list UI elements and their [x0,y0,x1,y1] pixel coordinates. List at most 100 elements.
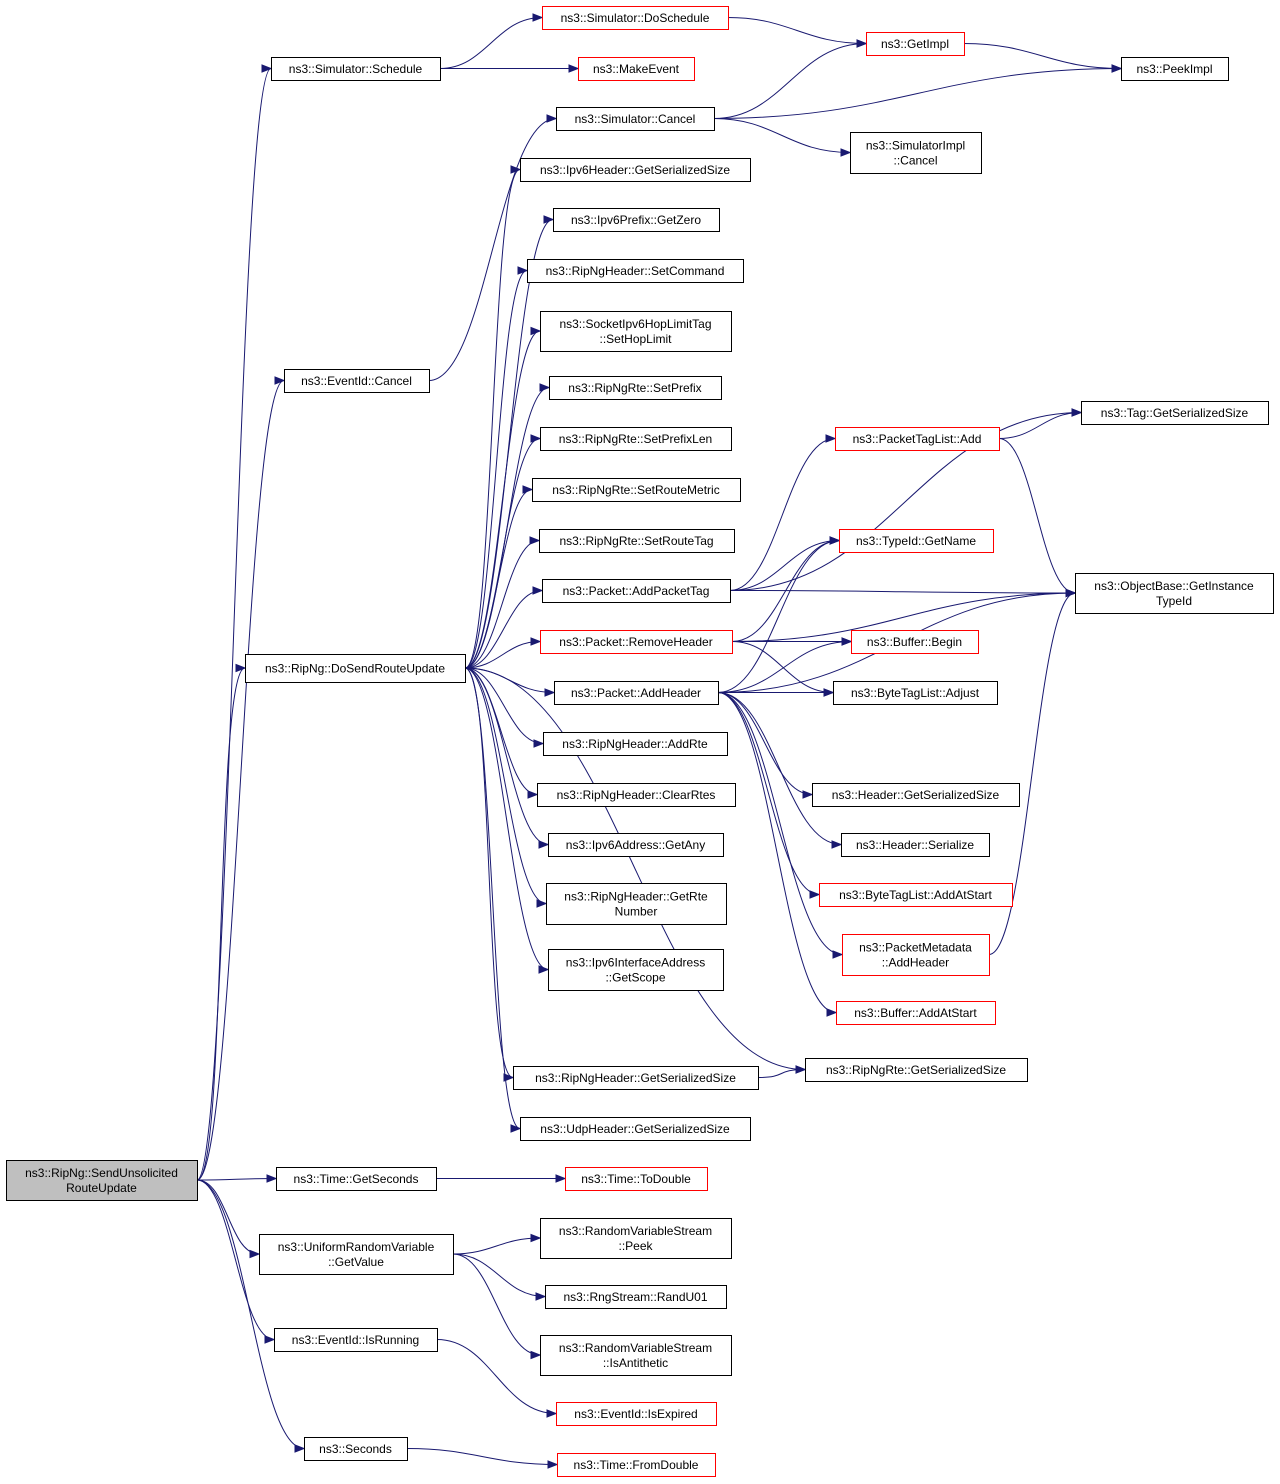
node-label: ns3::ByteTagList::AddAtStart [839,888,992,902]
node-btladdatstart[interactable]: ns3::ByteTagList::AddAtStart [819,883,1013,907]
edge-dosend-to-setroutetag [464,540,540,669]
arrowhead [823,688,835,697]
node-dosched[interactable]: ns3::Simulator::DoSchedule [542,6,729,30]
node-getseconds[interactable]: ns3::Time::GetSeconds [276,1167,437,1191]
edge-addpackettag-to-taggetsize [729,412,1082,591]
edge-ptladd-to-objbase [998,438,1076,594]
arrowhead [235,663,247,673]
edge-eventcancel-to-simcancel [428,118,557,381]
node-hdrserialize[interactable]: ns3::Header::Serialize [841,833,990,857]
node-rterize[interactable]: ns3::RipNgRte::GetSerializedSize [805,1058,1028,1082]
node-fromdouble[interactable]: ns3::Time::FromDouble [557,1453,716,1477]
node-box [545,1285,727,1309]
node-label: ns3::PeekImpl [1136,62,1212,76]
node-isantithetic[interactable]: ns3::RandomVariableStream::IsAntithetic [540,1335,732,1376]
edge-addheader-to-bufaddatstart [717,692,837,1013]
arrowhead [522,485,534,494]
node-btladjust[interactable]: ns3::ByteTagList::Adjust [833,681,998,705]
edge-root-to-sched [196,68,272,1181]
node-randu01[interactable]: ns3::RngStream::RandU01 [545,1285,727,1309]
node-eventcancel[interactable]: ns3::EventId::Cancel [284,369,430,393]
node-getany[interactable]: ns3::Ipv6Address::GetAny [548,833,724,857]
node-label: ns3::RipNgHeader::SetCommand [546,264,725,278]
node-label: ns3::TypeId::GetName [856,534,976,548]
edge-root-to-seconds [196,1179,305,1449]
node-label: ns3::Buffer::AddAtStart [854,1006,977,1020]
arrowhead [538,840,550,849]
node-makeevent[interactable]: ns3::MakeEvent [578,57,695,81]
node-getimpl[interactable]: ns3::GetImpl [866,32,965,56]
node-setprefix[interactable]: ns3::RipNgRte::SetPrefix [549,376,722,400]
node-pmaddheader[interactable]: ns3::PacketMetadata::AddHeader [842,934,990,976]
arrowhead [802,790,814,799]
node-rvspeek[interactable]: ns3::RandomVariableStream::Peek [540,1218,732,1259]
node-label: ns3::Time::GetSeconds [294,1172,419,1186]
node-box [543,732,728,756]
node-typeidname[interactable]: ns3::TypeId::GetName [839,529,994,553]
node-box [805,1058,1028,1082]
node-label: ns3::EventId::IsRunning [292,1333,419,1347]
node-label: ns3::SimulatorImpl [866,139,965,153]
node-hdrsize[interactable]: ns3::Header::GetSerializedSize [812,783,1020,807]
node-box [839,529,994,553]
edge-addheader-to-bufbegin [717,641,852,693]
node-label: ns3::RipNgHeader::GetRte [564,890,708,904]
edge-removeheader-to-typeidname [731,540,840,642]
edge-removeheader-to-objbase [731,592,1076,642]
node-bufaddatstart[interactable]: ns3::Buffer::AddAtStart [836,1001,996,1025]
node-urvgetvalue[interactable]: ns3::UniformRandomVariable::GetValue [259,1234,454,1275]
edge-addheader-to-hdrsize [717,692,813,795]
node-label: ns3::Tag::GetSerializedSize [1101,406,1249,420]
node-label: ns3::Ipv6Header::GetSerializedSize [540,163,730,177]
node-peekimpl[interactable]: ns3::PeekImpl [1121,57,1229,81]
edge-dosend-to-getrtenumber [464,667,547,904]
node-addpackettag[interactable]: ns3::Packet::AddPacketTag [542,579,731,603]
node-clearrtes[interactable]: ns3::RipNgHeader::ClearRtes [537,783,736,807]
edge-ptladd-to-taggetsize [998,412,1082,439]
node-label: ns3::RipNgRte::SetPrefix [568,381,701,395]
node-bufbegin[interactable]: ns3::Buffer::Begin [851,630,979,654]
node-setroutetag[interactable]: ns3::RipNgRte::SetRouteTag [539,529,735,553]
arrowhead [795,1065,807,1074]
node-setroutemetric[interactable]: ns3::RipNgRte::SetRouteMetric [532,478,741,502]
node-ptladd[interactable]: ns3::PacketTagList::Add [835,427,1000,451]
node-ipv6hdr[interactable]: ns3::Ipv6Header::GetSerializedSize [520,158,751,182]
node-label: ns3::RipNgRte::GetSerializedSize [826,1063,1006,1077]
edge-root-to-eventcancel [196,380,285,1181]
node-isrunning[interactable]: ns3::EventId::IsRunning [274,1328,438,1352]
call-edges [196,13,1123,1469]
arrowhead [538,965,550,974]
node-box [851,630,979,654]
edge-addpackettag-to-ptladd [729,438,836,591]
node-simimplcancel[interactable]: ns3::SimulatorImpl::Cancel [850,132,982,174]
node-sched[interactable]: ns3::Simulator::Schedule [271,57,441,81]
arrowhead [533,739,545,748]
arrowhead [261,64,273,73]
node-simcancel[interactable]: ns3::Simulator::Cancel [556,107,715,131]
node-seconds[interactable]: ns3::Seconds [304,1437,408,1461]
node-label: TypeId [1156,594,1192,608]
node-label: ns3::RipNgHeader::ClearRtes [557,788,716,802]
node-ipv6prefix[interactable]: ns3::Ipv6Prefix::GetZero [553,208,720,232]
node-addrte[interactable]: ns3::RipNgHeader::AddRte [543,732,728,756]
node-box [540,1218,732,1259]
node-dosend[interactable]: ns3::RipNg::DoSendRouteUpdate [245,654,466,683]
node-setprefixlen[interactable]: ns3::RipNgRte::SetPrefixLen [540,427,732,451]
node-sethoplimit[interactable]: ns3::SocketIpv6HopLimitTag::SetHopLimit [540,311,732,352]
node-taggetsize[interactable]: ns3::Tag::GetSerializedSize [1081,401,1269,425]
arrowhead [829,536,841,545]
node-setcommand[interactable]: ns3::RipNgHeader::SetCommand [527,259,744,283]
node-todouble[interactable]: ns3::Time::ToDouble [565,1167,708,1191]
arrowhead [544,688,556,697]
node-udphdrsize[interactable]: ns3::UdpHeader::GetSerializedSize [520,1117,751,1141]
node-ripnghdrsize[interactable]: ns3::RipNgHeader::GetSerializedSize [513,1066,759,1090]
node-getscope[interactable]: ns3::Ipv6InterfaceAddress::GetScope [548,949,724,991]
node-addheader[interactable]: ns3::Packet::AddHeader [554,681,719,705]
node-isexpired[interactable]: ns3::EventId::IsExpired [556,1402,717,1426]
edge-sched-to-dosched [439,17,543,69]
node-removeheader[interactable]: ns3::Packet::RemoveHeader [540,630,733,654]
